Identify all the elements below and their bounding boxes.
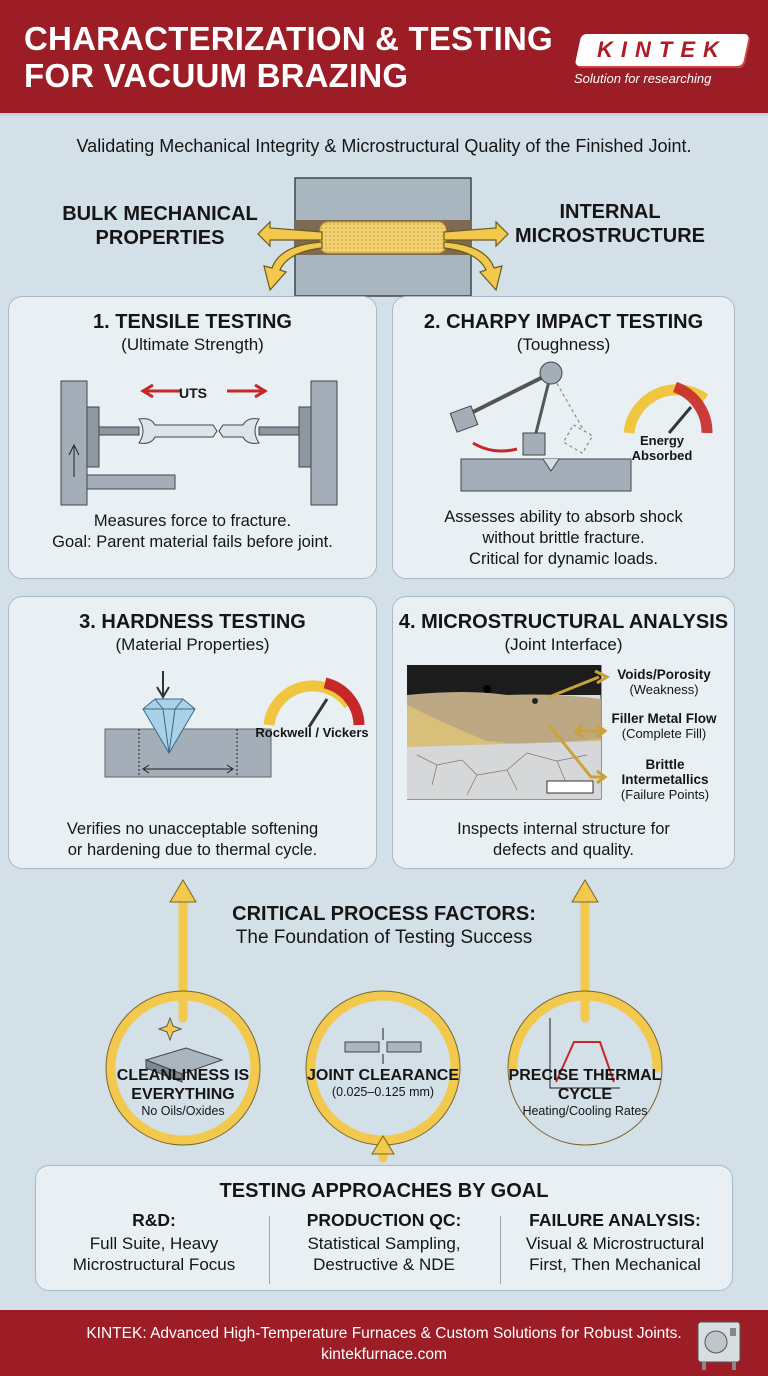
- process-factors-title: CRITICAL PROCESS FACTORS:: [232, 903, 536, 925]
- kintek-logo: KINTEK: [574, 34, 750, 66]
- callout-note: (Weakness): [629, 682, 699, 697]
- approach-desc: First, Then Mechanical: [529, 1255, 701, 1274]
- bulk-mechanical-label: BULK MECHANICAL PROPERTIES: [62, 203, 258, 249]
- approach-title: PRODUCTION QC:: [306, 1210, 462, 1230]
- footer-text: KINTEK: Advanced High-Temperature Furnac…: [86, 1325, 682, 1342]
- footer-website-link[interactable]: kintekfurnace.com: [321, 1346, 447, 1363]
- approach-failure-analysis: FAILURE ANALYSIS: Visual & Microstructura…: [500, 1210, 730, 1275]
- arrow-down-right-icon: [443, 241, 503, 292]
- approach-production-qc: PRODUCTION QC: Statistical Sampling, Destr…: [269, 1210, 499, 1275]
- card-charpy-impact: 2. CHARPY IMPACT TESTING (Toughness) Ene…: [392, 296, 735, 579]
- factor-note: (0.025–0.125 mm): [331, 1085, 435, 1099]
- arrow-down-left-icon: [263, 241, 323, 292]
- arrow-left-icon: [257, 220, 323, 248]
- testing-approaches-panel: TESTING APPROACHES BY GOAL R&D: Full Suit…: [35, 1165, 733, 1291]
- card-description: Inspects internal structure for defects a…: [393, 819, 734, 861]
- filler-metal: [319, 221, 447, 254]
- desc-line: or hardening due to thermal cycle.: [67, 841, 318, 859]
- desc-line: Critical for dynamic loads.: [469, 550, 658, 568]
- card-microstructural-analysis: 4. MICROSTRUCTURAL ANALYSIS (Joint Inter…: [392, 596, 735, 869]
- divider: [500, 1216, 501, 1284]
- charpy-pendulum-illustration: [449, 361, 713, 492]
- desc-line: Assesses ability to absorb shock: [444, 508, 683, 526]
- card-title: 4. MICROSTRUCTURAL ANALYSIS: [398, 611, 729, 633]
- desc-line: Goal: Parent material fails before joint…: [52, 533, 333, 551]
- factor-title: CLEANLINESS IS EVERYTHING: [116, 1067, 250, 1103]
- title-line-2: FOR VACUUM BRAZING: [24, 57, 409, 94]
- approach-desc: Destructive & NDE: [313, 1255, 455, 1274]
- approaches-title: TESTING APPROACHES BY GOAL: [219, 1180, 549, 1202]
- sparkle-icon: [157, 1016, 183, 1042]
- factor-joint-clearance: JOINT CLEARANCE(0.025–0.125 mm): [298, 1066, 468, 1099]
- card-subtitle: (Toughness): [516, 335, 611, 354]
- arrow-up-icon: [371, 1135, 395, 1155]
- divider: [269, 1216, 270, 1284]
- card-description: Measures force to fracture. Goal: Parent …: [9, 511, 376, 553]
- desc-line: Verifies no unacceptable softening: [66, 820, 319, 838]
- desc-line: Inspects internal structure for: [457, 820, 670, 838]
- title-line-1: CHARACTERIZATION & TESTING: [24, 20, 553, 57]
- card-title: 1. TENSILE TESTING: [93, 311, 292, 333]
- furnace-icon: [697, 1321, 741, 1370]
- factor-note: Heating/Cooling Rates: [522, 1104, 648, 1118]
- card-title: 3. HARDNESS TESTING: [79, 611, 306, 633]
- tensile-specimen-illustration: [60, 380, 338, 506]
- brazed-joint-diagram: [257, 177, 509, 297]
- process-factors-subtitle: The Foundation of Testing Success: [235, 927, 533, 948]
- approach-title: R&D:: [132, 1210, 176, 1230]
- callout-filler-flow: Filler Metal Flow(Complete Fill): [599, 711, 729, 741]
- diamond-indenter-illustration: [104, 671, 365, 778]
- desc-line: Measures force to fracture.: [93, 512, 292, 530]
- footer-banner: KINTEK: Advanced High-Temperature Furnac…: [0, 1310, 768, 1376]
- desc-line: without brittle fracture.: [482, 529, 645, 547]
- approach-title: FAILURE ANALYSIS:: [529, 1210, 701, 1230]
- arrow-right-icon: [443, 220, 509, 248]
- approach-desc: Full Suite, Heavy: [89, 1234, 219, 1253]
- approach-desc: Visual & Microstructural: [525, 1234, 705, 1253]
- callout-title: Voids/Porosity: [617, 667, 711, 682]
- arrow-up-icon: [169, 879, 197, 903]
- callout-title: Filler Metal Flow: [611, 711, 717, 726]
- logo-tagline: Solution for researching: [574, 71, 712, 86]
- rockwell-vickers-label: Rockwell / Vickers: [255, 725, 369, 740]
- card-subtitle: (Joint Interface): [504, 635, 623, 654]
- callout-note: (Failure Points): [620, 787, 710, 802]
- card-subtitle: (Ultimate Strength): [121, 335, 264, 354]
- desc-line: defects and quality.: [493, 841, 634, 859]
- card-hardness-testing: 3. HARDNESS TESTING (Material Properties…: [8, 596, 377, 869]
- micrograph-image: [407, 665, 602, 800]
- energy-absorbed-label: Energy Absorbed: [631, 433, 693, 463]
- factor-title: JOINT CLEARANCE: [306, 1067, 459, 1084]
- card-title: 2. CHARPY IMPACT TESTING: [423, 311, 704, 333]
- callout-arrows: [547, 669, 611, 785]
- callout-voids: Voids/Porosity(Weakness): [599, 667, 729, 697]
- card-description: Verifies no unacceptable softening or har…: [9, 819, 376, 861]
- internal-microstructure-label: INTERNAL MICROSTRUCTURE: [515, 201, 705, 247]
- factor-title: PRECISE THERMAL CYCLE: [508, 1067, 662, 1103]
- card-subtitle: (Material Properties): [115, 635, 270, 654]
- subtitle: Validating Mechanical Integrity & Micros…: [76, 136, 692, 156]
- uts-label: UTS: [179, 385, 207, 401]
- logo-text: KINTEK: [597, 37, 727, 62]
- callout-note: (Complete Fill): [621, 726, 707, 741]
- callout-title: Brittle Intermetallics: [621, 757, 709, 787]
- card-tensile-testing: 1. TENSILE TESTING (Ultimate Strength) U…: [8, 296, 377, 579]
- card-description: Assesses ability to absorb shock without …: [393, 507, 734, 570]
- callout-intermetallics: Brittle Intermetallics(Failure Points): [615, 757, 715, 802]
- factor-note: No Oils/Oxides: [141, 1104, 225, 1118]
- approach-desc: Microstructural Focus: [72, 1255, 236, 1274]
- approach-desc: Statistical Sampling,: [307, 1234, 461, 1253]
- arrow-up-icon: [571, 879, 599, 903]
- process-flow-lines: [105, 879, 663, 1163]
